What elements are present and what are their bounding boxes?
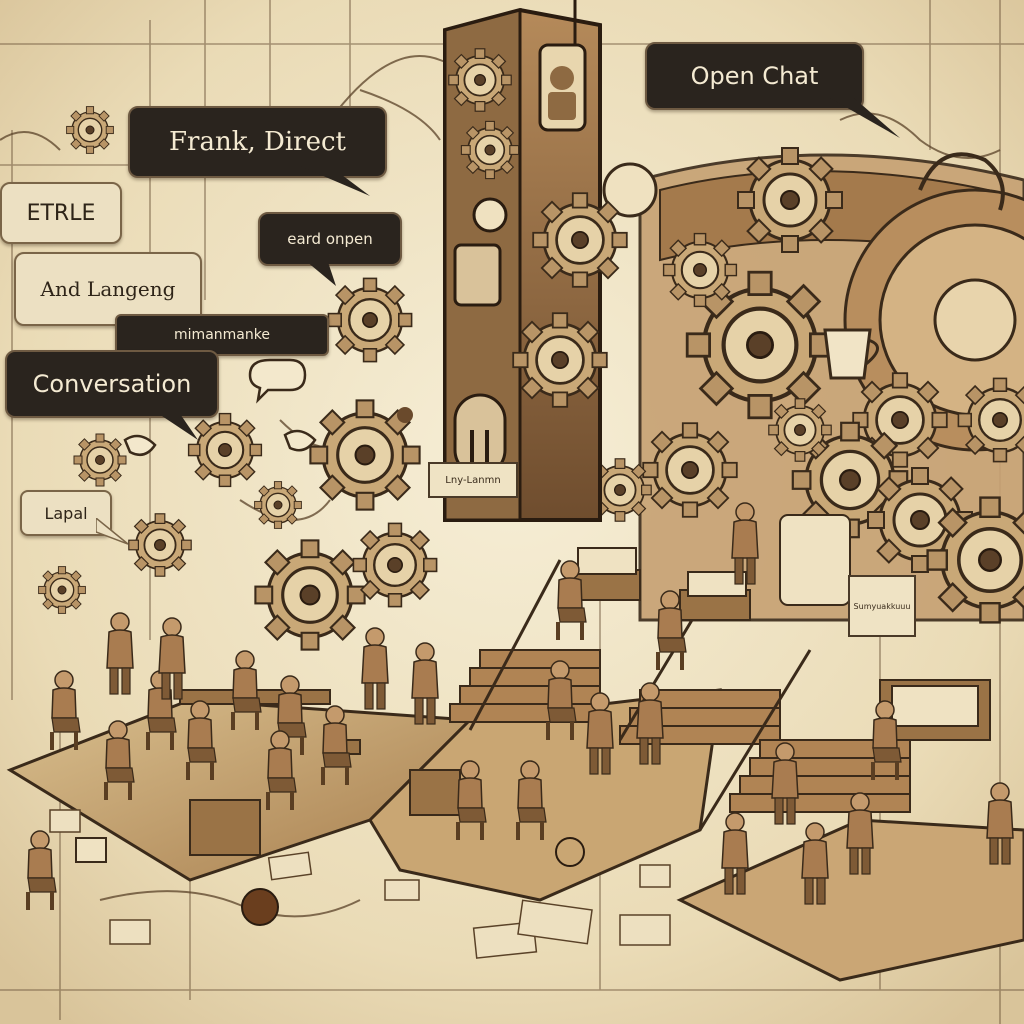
card-onpen-label: eard onpen — [287, 230, 373, 248]
floor-coin — [555, 837, 585, 867]
chat-icons — [123, 358, 317, 457]
conversation-label: Conversation — [32, 370, 192, 398]
card-onpen-bubble: eard onpen — [258, 212, 402, 266]
lapal-label: Lapal — [44, 503, 88, 523]
chat-bubble-icon — [248, 358, 307, 404]
frank-direct-label: Frank, Direct — [169, 127, 346, 157]
frank-direct-tail — [300, 166, 370, 196]
lapal-tail — [96, 518, 129, 545]
coffee-cup-icon — [823, 328, 879, 380]
card-onpen-tail — [300, 256, 336, 286]
open-chat-label: Open Chat — [690, 62, 819, 90]
sign-top-left-bubble: ETRLE — [0, 182, 122, 244]
open-chat-bubble: Open Chat — [645, 42, 864, 110]
gears-left — [37, 105, 438, 652]
conversation-tail — [150, 408, 198, 440]
frank-direct-bubble: Frank, Direct — [128, 106, 387, 178]
chat-bubble-icon — [283, 429, 317, 452]
central-tower — [443, 0, 629, 522]
and-langeng-bubble: And Langeng — [14, 252, 202, 326]
floor-dot — [241, 888, 279, 926]
machinery-right — [587, 146, 1024, 625]
and-langeng-label: And Langeng — [40, 277, 176, 301]
tower-sign-label: Lny-Lanmn — [445, 474, 501, 486]
sign-top-left-label: ETRLE — [26, 200, 96, 226]
minimanke-label: mimanmanke — [174, 327, 270, 343]
right-sign: Sumyuakkuuu — [848, 575, 916, 637]
tower-sign: Lny-Lanmn — [428, 462, 518, 498]
minimanke-bubble: mimanmanke — [115, 314, 329, 356]
conversation-bubble: Conversation — [5, 350, 219, 418]
floor-papers — [49, 809, 671, 959]
chat-bubble-icon — [123, 434, 157, 457]
right-sign-label: Sumyuakkuuu — [853, 601, 911, 611]
open-chat-tail — [830, 98, 900, 138]
